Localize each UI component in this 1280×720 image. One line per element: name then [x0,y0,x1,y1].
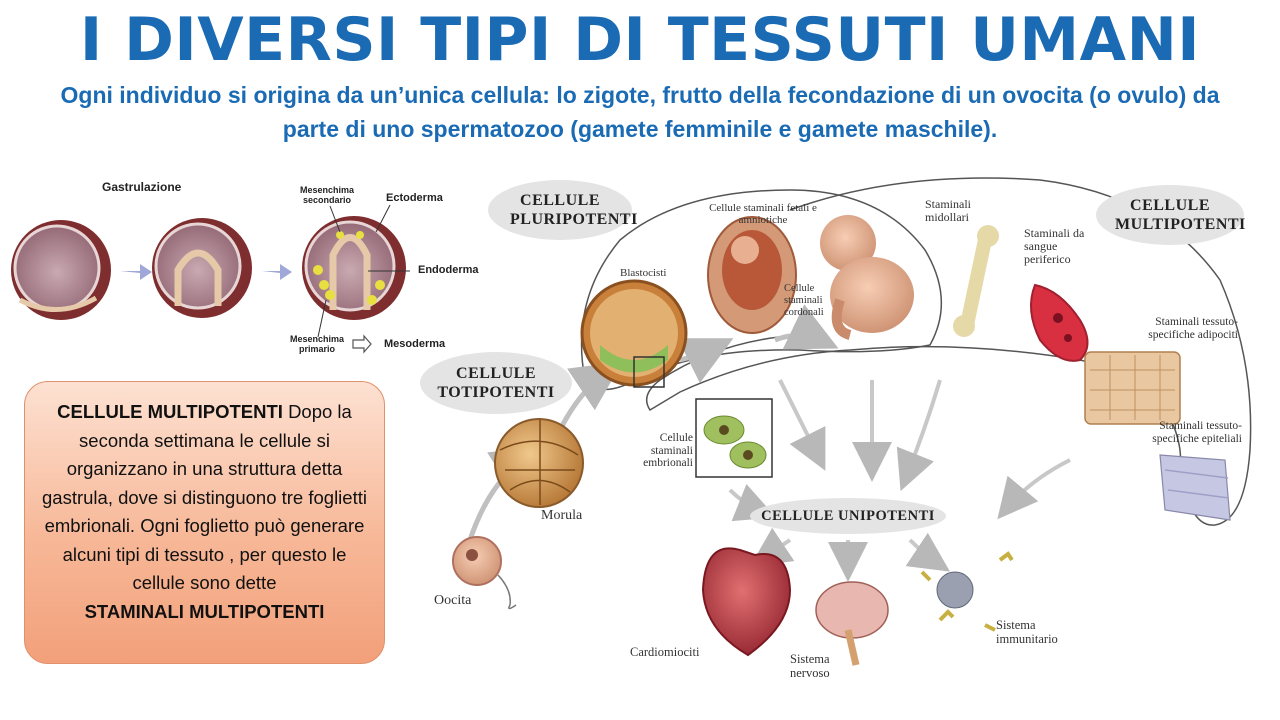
blastocyst-image [582,281,686,387]
marrow-stem-label: Staminali midollari [925,198,987,224]
gastrula-stage-3 [302,216,406,320]
epithelial-tissue-image [1160,455,1230,520]
primary-mesenchyme-label: Mesenchima primario [286,334,348,354]
pluripotent-label: CELLULE PLURIPOTENTI [510,191,610,229]
fetal-stem-label: Cellule staminali fetali e amniotiche [708,202,818,226]
cardiomyocytes-label: Cardiomiociti [630,645,699,660]
blood-stem-label: Staminali da sangue periferico [1024,227,1094,266]
unipotent-bubble: CELLULE UNIPOTENTI [750,498,946,534]
gastrula-arrow-1 [120,264,152,280]
immune-system-label: Sistema immunitario [996,618,1076,646]
adipose-tissue-image [1085,352,1180,424]
embryonic-stem-cells-image [696,399,772,477]
adipocyte-stem-label: Staminali tessuto-specifiche adipociti [1122,316,1238,341]
multipotent-label: CELLULE MULTIPOTENTI [1115,196,1225,234]
multipotent-bubble: CELLULE MULTIPOTENTI [1096,185,1244,245]
endoderm-label: Endoderma [418,264,479,276]
epithelial-stem-label: Staminali tessuto-specifiche epiteliali [1122,420,1242,445]
blastocyst-label: Blastocisti [620,267,666,279]
secondary-mesenchyme-label: Mesenchima secondario [294,185,360,205]
morula-image [495,419,583,507]
bone-image [953,225,999,337]
gastrula-stage-2 [152,218,252,318]
pluripotent-bubble: CELLULE PLURIPOTENTI [488,180,632,240]
ectoderm-label: Ectoderma [386,192,443,204]
gastrula-arrow-2 [262,264,292,280]
mesoderm-label: Mesoderma [384,338,445,350]
heart-image [703,548,790,655]
mesoderm-arrow-icon [353,336,371,352]
totipotent-bubble: CELLULE TOTIPOTENTI [420,352,572,414]
fetus-womb-image [708,217,796,333]
nervous-system-label: Sistema nervoso [790,652,842,680]
gastrula-stage-1 [11,220,111,320]
cord-stem-label: Cellule staminali cordonali [784,283,836,319]
info-box-text: Dopo la seconda settimana le cellule si … [42,401,367,593]
info-box-emphasis: STAMINALI MULTIPOTENTI [37,598,372,627]
gastrulation-title: Gastrulazione [102,180,181,194]
morula-label: Morula [541,508,582,524]
totipotent-label: CELLULE TOTIPOTENTI [436,364,556,402]
info-box-heading: CELLULE MULTIPOTENTI [57,401,283,422]
oocyte-label: Oocita [434,593,471,609]
embryonic-stem-label: Cellule staminali embrionali [627,432,693,470]
multipotent-info-box: CELLULE MULTIPOTENTI Dopo la seconda set… [24,381,385,664]
blood-vessel-image [1031,285,1088,361]
unipotent-label: CELLULE UNIPOTENTI [761,508,935,525]
